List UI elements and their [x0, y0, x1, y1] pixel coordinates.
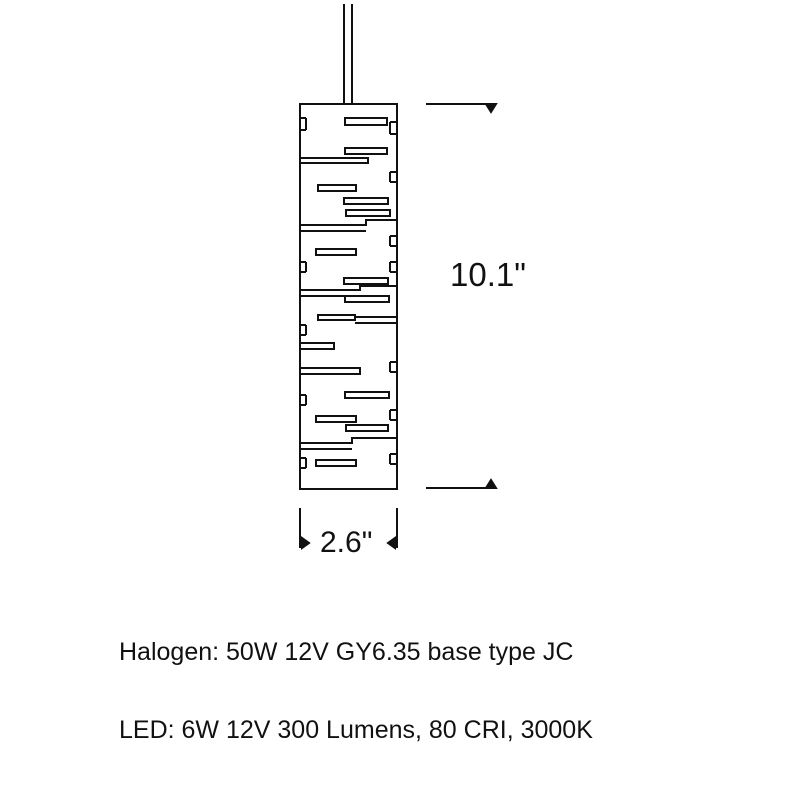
halogen-spec: Halogen: 50W 12V GY6.35 base type JC: [119, 638, 574, 666]
arrow-up-icon: [484, 478, 498, 489]
width-dimension-markers: [299, 508, 398, 550]
height-label: 10.1": [450, 256, 526, 293]
suspension-cord: [343, 4, 353, 104]
led-spec: LED: 6W 12V 300 Lumens, 80 CRI, 3000K: [119, 716, 593, 744]
arrow-right-icon: [301, 536, 311, 550]
arrow-left-icon: [386, 536, 396, 550]
width-label: 2.6": [320, 526, 373, 559]
arrow-down-icon: [484, 103, 498, 114]
height-dimension-markers: [426, 103, 498, 489]
slot-pattern: [299, 117, 397, 467]
